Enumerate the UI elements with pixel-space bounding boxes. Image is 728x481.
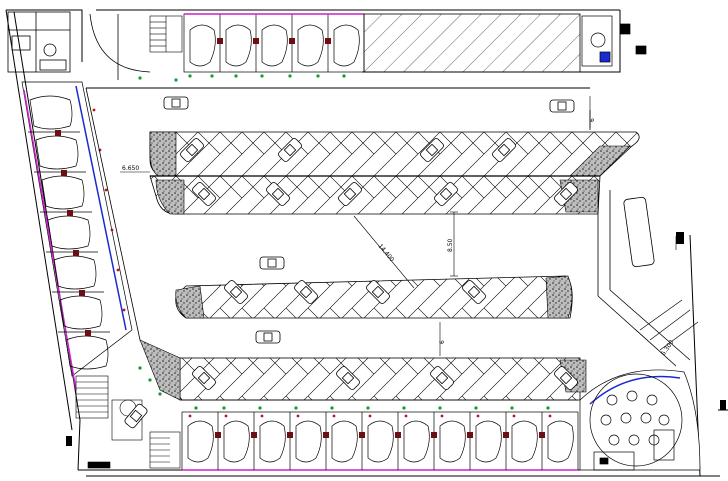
left-dimension-label: 6.650 xyxy=(122,165,139,172)
car xyxy=(338,182,362,206)
top-stall-row xyxy=(183,13,365,73)
car xyxy=(462,280,486,304)
car xyxy=(163,96,189,110)
upper-parking-island xyxy=(149,131,640,215)
car xyxy=(420,138,444,162)
edge-markers xyxy=(66,26,726,446)
car xyxy=(192,182,216,206)
round-table xyxy=(600,390,670,446)
top-stair xyxy=(149,15,183,53)
car xyxy=(554,182,578,206)
car xyxy=(336,366,360,390)
car xyxy=(492,138,516,162)
car xyxy=(124,403,148,429)
top-left-service-block xyxy=(7,11,151,80)
left-stall-column xyxy=(21,81,133,391)
car xyxy=(366,280,390,304)
car xyxy=(259,256,285,270)
car xyxy=(278,138,302,162)
car xyxy=(180,138,204,162)
top-columns xyxy=(217,38,331,44)
car xyxy=(430,366,454,390)
bottom-columns xyxy=(215,432,545,438)
car xyxy=(192,366,216,390)
car xyxy=(549,99,575,113)
car xyxy=(224,280,248,304)
dining-area xyxy=(579,369,701,471)
car xyxy=(266,182,290,206)
right-ramp xyxy=(639,299,699,351)
car xyxy=(434,182,458,206)
car xyxy=(554,366,578,390)
planting-markers xyxy=(138,74,550,410)
diagonal-dimension-label: 14.400 xyxy=(376,243,395,264)
left-columns xyxy=(55,130,91,336)
lower-dimension-label: 6 xyxy=(439,340,446,344)
car xyxy=(294,280,318,304)
bottom-left-stair xyxy=(75,375,181,469)
top-hatched-zone xyxy=(363,13,581,73)
top-dimension-label: 6 xyxy=(589,118,596,122)
bottom-stall-row xyxy=(181,411,579,471)
car-symbols xyxy=(124,96,578,429)
bottom-chevron-strip xyxy=(139,339,587,401)
long-vehicle xyxy=(623,196,655,268)
top-right-block xyxy=(581,15,647,67)
vertical-dimension-label: 8.50 xyxy=(447,238,454,252)
car xyxy=(255,330,281,344)
